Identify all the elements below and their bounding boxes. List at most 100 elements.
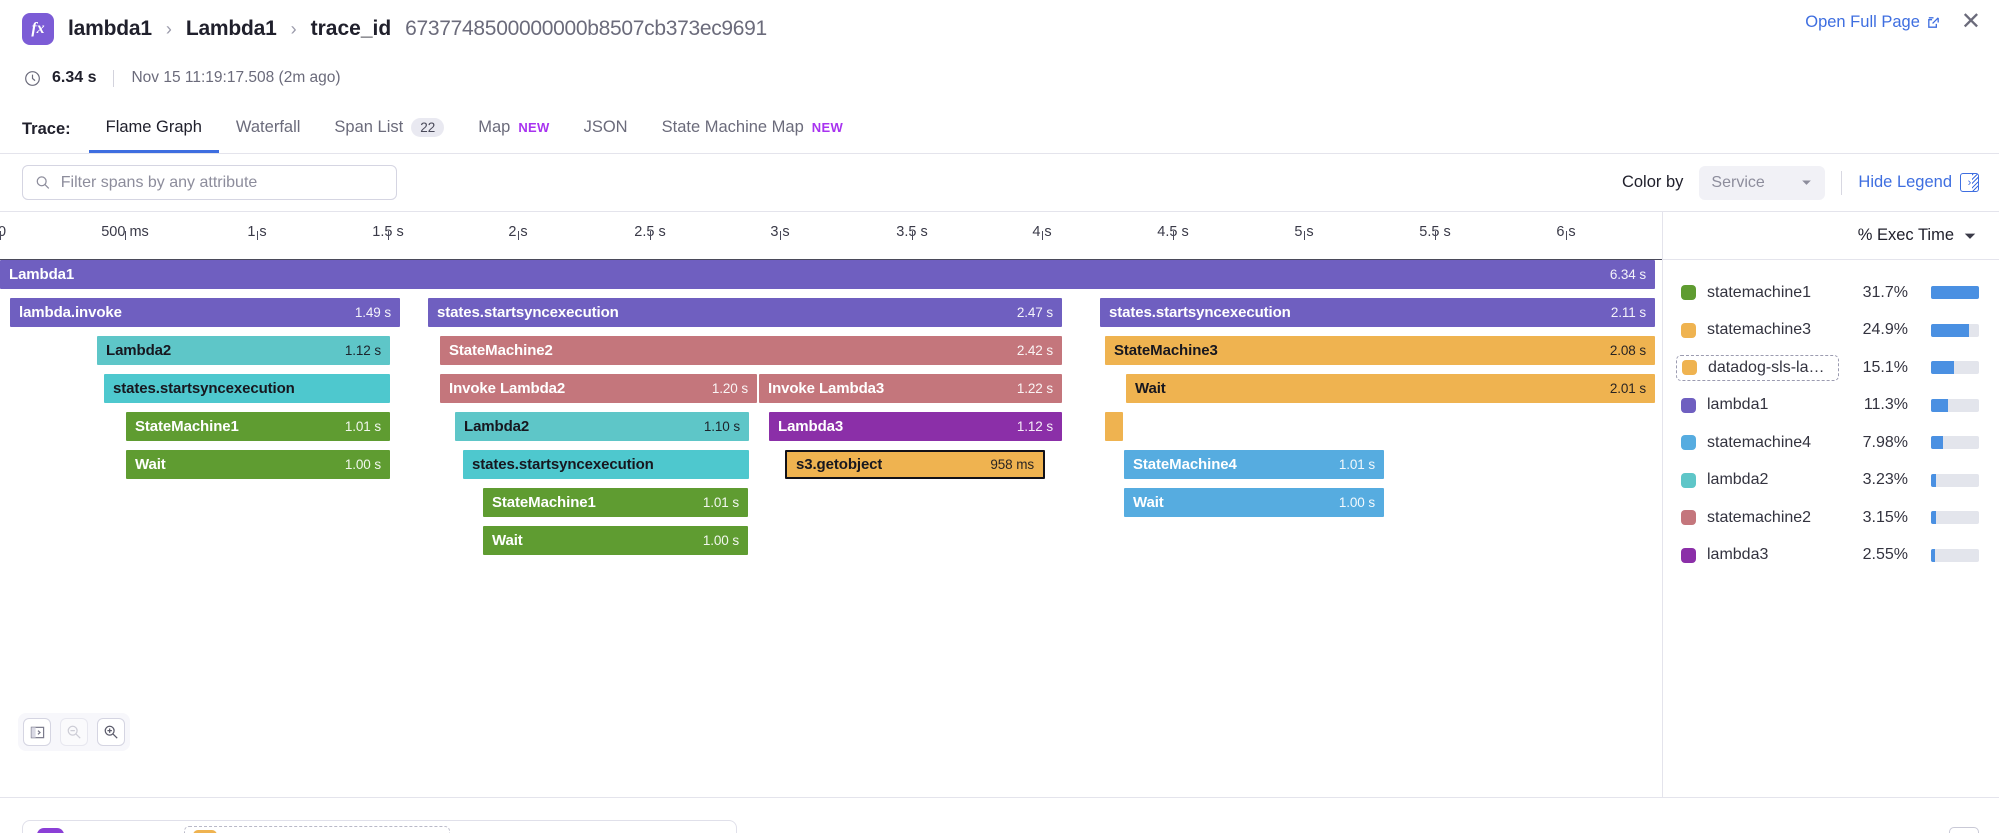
toolbar-divider — [1841, 170, 1843, 195]
zoom-out-icon[interactable] — [60, 718, 88, 746]
color-by-select[interactable]: Service — [1699, 165, 1826, 200]
tab-waterfall[interactable]: Waterfall — [219, 118, 318, 153]
flame-span-duration: 2.11 s — [1610, 305, 1646, 320]
flame-span-label: StateMachine3 — [1114, 342, 1218, 359]
open-full-page-button[interactable]: Open Full Page — [1805, 13, 1941, 32]
tab-label: JSON — [583, 118, 628, 136]
header-actions: Open Full Page ✕ — [1805, 10, 1981, 34]
filter-toolbar: Color by Service Hide Legend › — [0, 154, 1999, 212]
legend-color-swatch — [1681, 322, 1696, 338]
flame-span-label: Lambda1 — [9, 266, 75, 283]
legend-bar — [1931, 361, 1979, 375]
legend-row[interactable]: datadog-sls-la…15.1% — [1663, 349, 1999, 387]
flame-span-duration: 2.01 s — [1609, 381, 1646, 396]
tab-flame-graph[interactable]: Flame Graph — [88, 118, 219, 153]
legend-bar — [1931, 323, 1979, 337]
legend-bar — [1931, 473, 1979, 487]
zoom-controls — [18, 713, 130, 751]
flame-span-label: states.startsyncexecution — [113, 380, 295, 397]
breadcrumb-traceid-value[interactable]: 6737748500000000b8507cb373ec9691 — [405, 17, 767, 40]
flame-span[interactable]: Lambda2 1.10 s — [455, 412, 749, 441]
flame-span-duration: 1.10 s — [703, 419, 740, 434]
breadcrumb-resource[interactable]: Lambda1 — [185, 17, 277, 40]
legend-color-swatch — [1682, 360, 1697, 376]
legend-service-name: lambda3 — [1707, 546, 1769, 564]
legend-service-name: lambda1 — [1707, 396, 1769, 414]
flame-span-duration: 1.22 s — [1016, 381, 1053, 396]
flame-span-label: states.startsyncexecution — [437, 304, 619, 321]
ruler-tick: 4.5 s — [1157, 212, 1204, 240]
lambda-fx-icon: fx — [22, 13, 54, 45]
legend-sort-header[interactable]: % Exec Time — [1663, 212, 1999, 260]
meta-divider — [113, 69, 115, 87]
legend-bar — [1931, 398, 1979, 412]
color-by-value: Service — [1711, 173, 1765, 191]
legend-pct: 3.23% — [1862, 471, 1908, 489]
flame-span-duration: 1.12 s — [1016, 419, 1053, 434]
panel-toggle-icon[interactable] — [23, 718, 51, 746]
trace-timestamp: Nov 15 11:19:17.508 (2m ago) — [131, 69, 341, 86]
span-service-to-chip[interactable]: ☁ datadog-sls-layer-versions — [183, 825, 451, 833]
flame-span[interactable]: states.startsyncexecution — [463, 450, 749, 479]
legend-pct: 2.55% — [1862, 546, 1908, 564]
trace-tabbar: Trace: Flame Graph Waterfall Span List 2… — [0, 102, 1999, 154]
span-service-from[interactable]: lambda3 — [75, 832, 144, 833]
ruler-tick: 0 — [0, 212, 8, 240]
tab-map[interactable]: Map NEW — [461, 118, 566, 153]
legend-color-swatch — [1681, 435, 1696, 451]
flame-span[interactable] — [1105, 412, 1123, 441]
flame-span[interactable]: StateMachine1 1.01 s — [126, 412, 390, 441]
legend-color-swatch — [1681, 397, 1696, 413]
flame-span[interactable]: states.startsyncexecution — [104, 374, 390, 403]
legend-color-swatch — [1681, 510, 1696, 526]
close-icon[interactable]: ✕ — [1960, 8, 1981, 35]
legend-pct: 3.15% — [1862, 508, 1908, 526]
tab-span-list[interactable]: Span List 22 — [317, 118, 461, 153]
legend-service-name: statemachine2 — [1707, 508, 1812, 526]
lambda-fx-icon: fx — [37, 828, 64, 833]
tab-json[interactable]: JSON — [567, 118, 645, 153]
external-link-icon — [1928, 16, 1939, 28]
zoom-in-icon[interactable] — [97, 718, 125, 746]
flame-span-duration: 1.49 s — [354, 305, 391, 320]
search-box[interactable] — [22, 165, 397, 200]
search-input[interactable] — [60, 173, 384, 192]
legend-bar — [1931, 436, 1979, 450]
flame-span-duration: 1.01 s — [344, 419, 381, 434]
tabbar-label: Trace: — [22, 120, 71, 138]
hide-legend-button[interactable]: Hide Legend › — [1858, 173, 1979, 192]
legend-row[interactable]: lambda3 2.55% — [1663, 537, 1999, 575]
flame-span-label: StateMachine1 — [135, 418, 239, 435]
tab-state-machine-map[interactable]: State Machine Map NEW — [645, 118, 860, 153]
breadcrumb-service[interactable]: lambda1 — [68, 17, 152, 40]
flame-span-label: Lambda2 — [464, 418, 530, 435]
flame-span-label: Wait — [1133, 494, 1164, 511]
legend-row[interactable]: statemachine2 3.15% — [1663, 499, 1999, 537]
collapse-panel-button[interactable] — [1949, 826, 1979, 833]
span-service-to: datadog-sls-layer-versions — [225, 832, 441, 833]
